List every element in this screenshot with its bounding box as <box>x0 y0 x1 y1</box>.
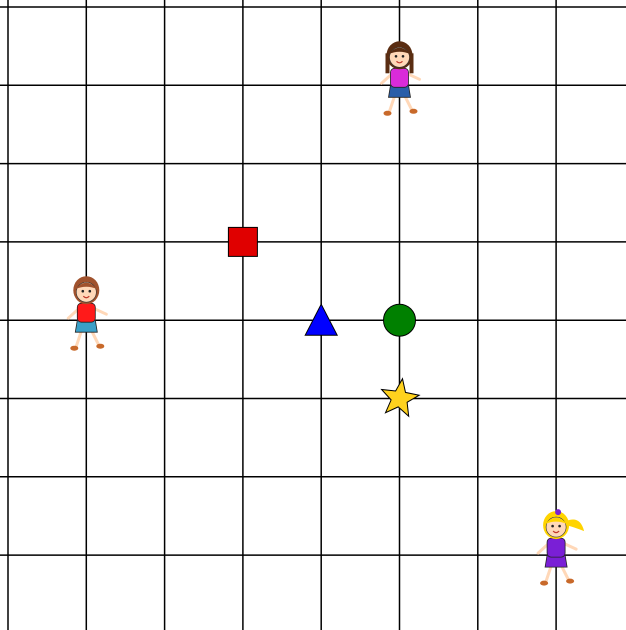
shoe <box>410 109 418 114</box>
shoe <box>384 111 392 116</box>
hair-bow <box>555 509 561 515</box>
shirt <box>391 68 409 87</box>
long-hair <box>386 53 390 73</box>
eye <box>551 525 554 528</box>
eye <box>558 525 561 528</box>
shirt <box>77 303 95 322</box>
shoe <box>96 344 104 349</box>
shoe <box>566 579 574 584</box>
eye <box>395 55 398 58</box>
shoe <box>70 346 78 351</box>
square-shape <box>228 227 257 256</box>
eye <box>402 55 405 58</box>
long-hair <box>410 53 414 73</box>
circle-shape <box>384 304 416 336</box>
eye <box>82 290 85 293</box>
shoe <box>540 581 548 586</box>
eye <box>89 290 92 293</box>
shirt <box>547 538 565 557</box>
